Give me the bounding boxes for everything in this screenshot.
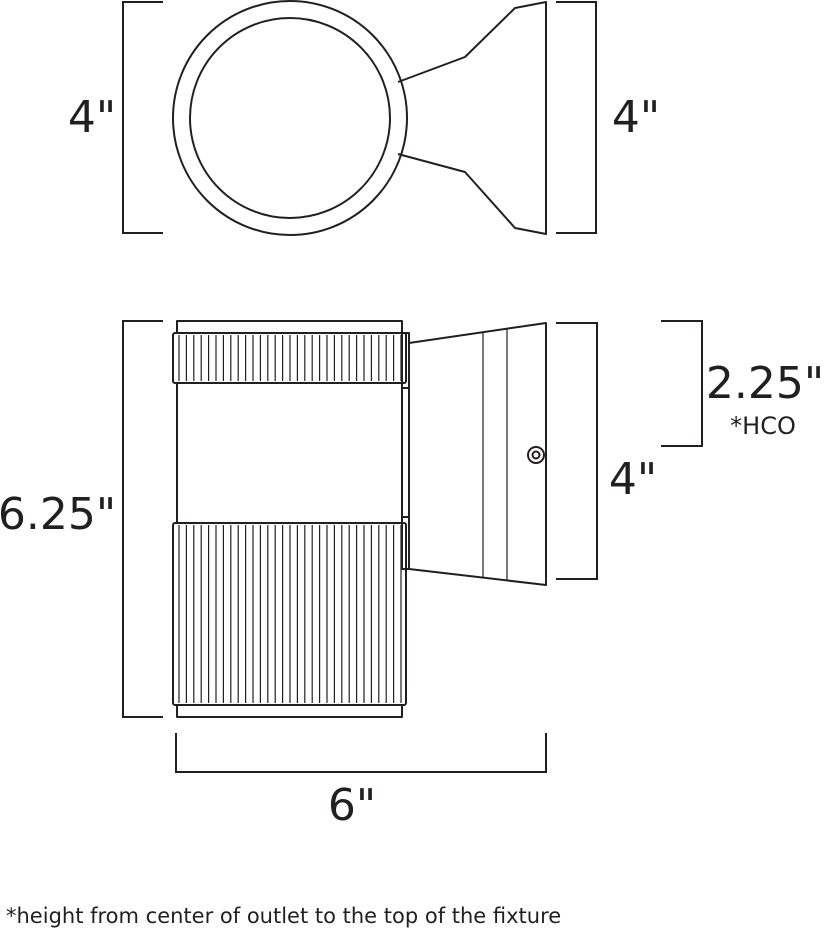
hco-tag-label: *HCO xyxy=(730,412,796,440)
hco-value-label: 2.25" xyxy=(706,358,824,409)
lower-flutes xyxy=(178,525,402,703)
side-arm xyxy=(408,322,547,586)
mounting-screw-center-icon xyxy=(531,450,541,460)
depth-label: 6" xyxy=(328,780,376,831)
overall-height-bracket xyxy=(122,320,163,718)
bottom-cap xyxy=(176,704,403,718)
top-right-height-bracket xyxy=(556,1,597,234)
top-left-height-label: 4" xyxy=(68,92,116,143)
depth-bracket xyxy=(175,733,547,773)
top-inner-ring xyxy=(189,17,391,219)
top-cap xyxy=(176,320,403,334)
top-right-height-label: 4" xyxy=(612,92,660,143)
side-view xyxy=(122,320,703,773)
upper-flutes xyxy=(178,335,402,381)
top-outer-ring xyxy=(172,0,408,236)
top-view xyxy=(122,0,597,236)
top-arm-backplate xyxy=(397,1,547,235)
hco-bracket xyxy=(661,320,703,447)
backplate-height-bracket xyxy=(556,322,598,580)
mounting-screw-icon xyxy=(527,446,545,464)
overall-height-label: 6.25" xyxy=(0,489,116,540)
top-left-height-bracket xyxy=(122,1,163,234)
middle-body xyxy=(176,382,403,524)
footnote: *height from center of outlet to the top… xyxy=(6,904,561,928)
backplate-height-label: 4" xyxy=(609,454,657,505)
